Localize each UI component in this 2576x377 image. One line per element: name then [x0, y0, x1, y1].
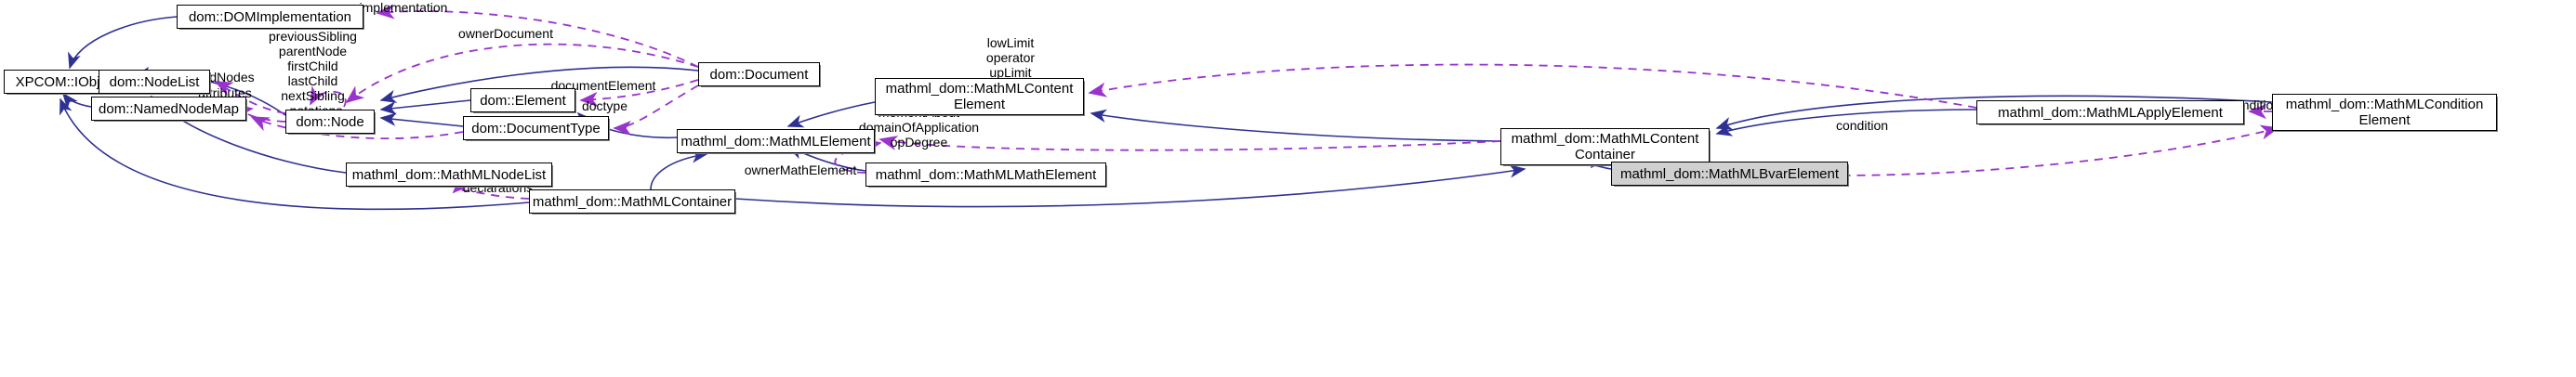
- node-dom-documenttype[interactable]: dom::DocumentType: [463, 116, 609, 140]
- node-mathml-nodelist[interactable]: mathml_dom::MathMLNodeList: [346, 162, 552, 187]
- node-mathml-contentelement[interactable]: mathml_dom::MathMLContent Element: [875, 78, 1084, 115]
- node-mathml-applyelement[interactable]: mathml_dom::MathMLApplyElement: [1976, 100, 2244, 124]
- node-dom-document[interactable]: dom::Document: [698, 62, 820, 86]
- node-dom-domimplementation[interactable]: dom::DOMImplementation: [177, 5, 363, 29]
- node-dom-namednodemap[interactable]: dom::NamedNodeMap: [91, 97, 246, 121]
- inheritance-edges: [59, 16, 2273, 211]
- node-mathml-container[interactable]: mathml_dom::MathMLContainer: [529, 189, 735, 214]
- node-mathml-contentcontainer[interactable]: mathml_dom::MathMLContent Container: [1500, 128, 1710, 165]
- node-mathml-conditionelement[interactable]: mathml_dom::MathMLCondition Element: [2272, 94, 2497, 131]
- node-dom-element[interactable]: dom::Element: [470, 88, 575, 112]
- node-mathml-mathelement[interactable]: mathml_dom::MathMLMathElement: [865, 162, 1106, 187]
- usage-edges: [214, 4, 2279, 200]
- node-dom-nodelist[interactable]: dom::NodeList: [99, 70, 210, 94]
- node-mathml-element[interactable]: mathml_dom::MathMLElement: [677, 129, 875, 153]
- node-mathml-bvarelement[interactable]: mathml_dom::MathMLBvarElement: [1611, 162, 1848, 186]
- node-dom-node[interactable]: dom::Node: [285, 110, 375, 134]
